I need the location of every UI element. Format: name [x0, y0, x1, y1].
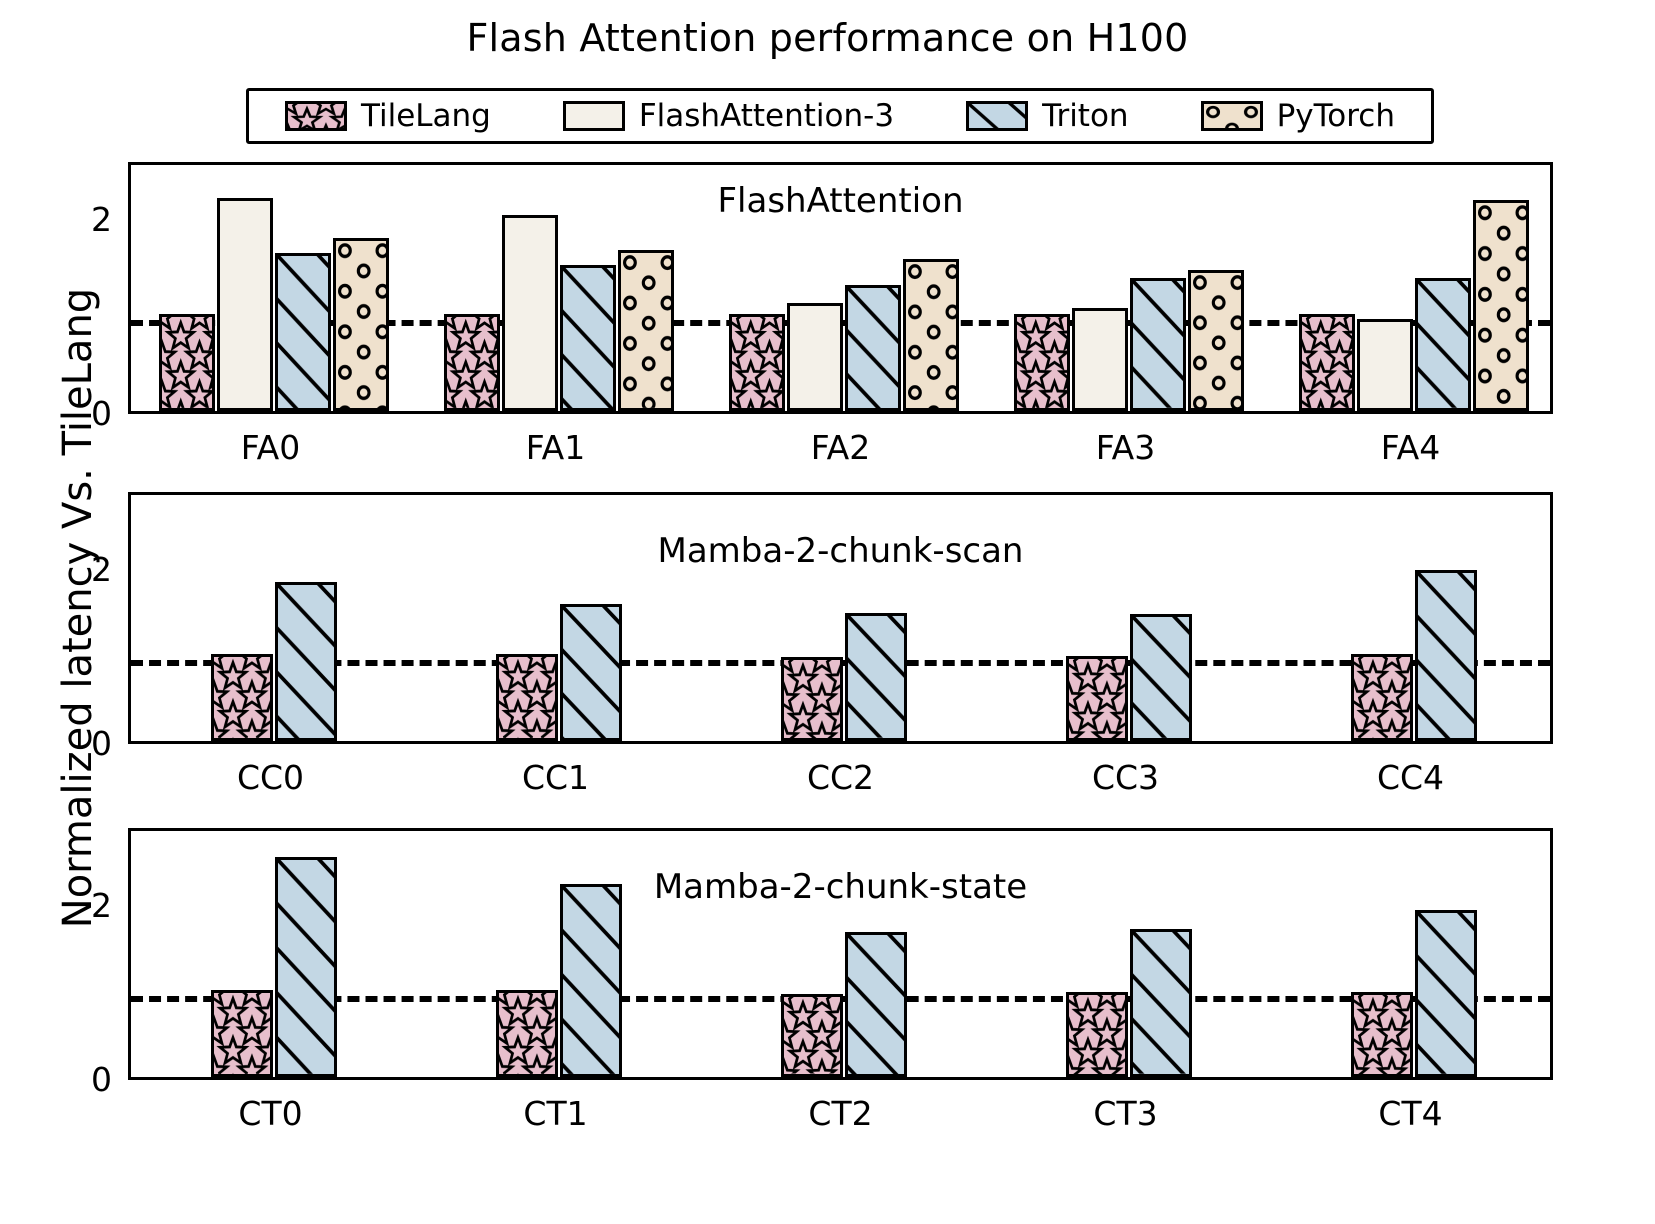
x-tick-label-cc4: CC4: [1376, 758, 1445, 797]
bar-cc3-tilelang: [1065, 655, 1128, 741]
x-tick-label-cc2: CC2: [806, 758, 875, 797]
legend-entry-flashattention3: FlashAttention-3: [562, 98, 895, 134]
bar-ct2-triton: [844, 931, 907, 1077]
bar-fa4-pytorch: [1472, 199, 1529, 411]
y-tick-label: 2: [91, 550, 112, 590]
bar-ct1-tilelang: [495, 990, 558, 1077]
circle-hatch-swatch: [1200, 101, 1263, 131]
subplot-title: Mamba-2-chunk-state: [653, 867, 1028, 907]
diagonal-hatch-swatch: [966, 101, 1029, 131]
bar-ct4-tilelang: [1350, 991, 1413, 1077]
subplot-title: Mamba-2-chunk-scan: [657, 531, 1024, 571]
bar-fa3-tilelang: [1013, 314, 1070, 411]
bar-fa3-triton: [1129, 278, 1186, 411]
bar-fa2-triton: [844, 285, 901, 411]
legend-entry-tilelang: TileLang: [284, 98, 491, 134]
bar-fa0-tilelang: [158, 314, 215, 411]
bar-fa2-flashattention-3: [786, 303, 843, 411]
legend-label: FlashAttention-3: [638, 98, 895, 134]
bar-fa4-flashattention-3: [1356, 318, 1413, 411]
bar-cc3-triton: [1129, 614, 1192, 741]
plain-swatch: [562, 101, 625, 131]
x-tick-label-ct2: CT2: [808, 1094, 873, 1133]
x-tick-label-cc0: CC0: [236, 758, 305, 797]
bar-fa3-pytorch: [1187, 269, 1244, 411]
bar-ct1-triton: [559, 884, 622, 1077]
x-tick-label-ct4: CT4: [1378, 1094, 1443, 1133]
bar-fa2-tilelang: [728, 314, 785, 411]
legend-label: Triton: [1042, 98, 1129, 134]
bar-ct3-triton: [1129, 929, 1192, 1077]
bar-ct4-triton: [1414, 910, 1477, 1077]
bar-ct0-tilelang: [210, 990, 273, 1077]
subplot-title: FlashAttention: [717, 181, 964, 221]
bar-cc2-tilelang: [780, 656, 843, 741]
y-tick-label: 0: [91, 1060, 112, 1099]
bar-cc1-tilelang: [495, 654, 558, 741]
x-tick-label-cc1: CC1: [521, 758, 590, 797]
y-tick-label: 2: [91, 200, 112, 240]
bar-fa1-flashattention-3: [501, 215, 558, 411]
x-tick-label-ct0: CT0: [238, 1094, 303, 1133]
x-tick-label-fa0: FA0: [240, 428, 301, 467]
bar-fa4-triton: [1414, 278, 1471, 411]
y-tick-label: 0: [91, 394, 112, 433]
bar-cc0-triton: [274, 581, 337, 741]
legend-entry-triton: Triton: [966, 98, 1129, 134]
bar-fa4-tilelang: [1298, 314, 1355, 411]
bar-cc4-triton: [1414, 569, 1477, 741]
bar-cc4-tilelang: [1350, 654, 1413, 741]
bar-fa0-pytorch: [332, 237, 389, 411]
bar-ct2-tilelang: [780, 994, 843, 1077]
bar-fa1-tilelang: [443, 314, 500, 411]
legend: TileLang FlashAttention-3 Triton PyTorch: [246, 88, 1434, 144]
x-tick-label-fa1: FA1: [525, 428, 586, 467]
bar-fa1-pytorch: [617, 250, 674, 411]
legend-label: PyTorch: [1276, 98, 1395, 134]
x-tick-label-fa4: FA4: [1380, 428, 1441, 467]
x-tick-label-fa3: FA3: [1095, 428, 1156, 467]
bar-cc2-triton: [844, 613, 907, 741]
subplot-flashattention: FlashAttention: [128, 162, 1553, 414]
bar-cc0-tilelang: [210, 654, 273, 741]
bar-cc1-triton: [559, 603, 622, 741]
bar-ct0-triton: [274, 857, 337, 1077]
legend-label: TileLang: [360, 98, 491, 134]
bar-fa0-triton: [274, 253, 331, 411]
bar-fa3-flashattention-3: [1071, 308, 1128, 411]
x-tick-label-ct1: CT1: [523, 1094, 588, 1133]
figure-title: Flash Attention performance on H100: [466, 16, 1189, 60]
legend-entry-pytorch: PyTorch: [1200, 98, 1395, 134]
star-hatch-swatch: [284, 101, 347, 131]
bar-fa2-pytorch: [902, 258, 959, 411]
y-tick-label: 0: [91, 724, 112, 763]
bar-fa0-flashattention-3: [216, 197, 273, 411]
subplot-mamba-chunk-scan: Mamba-2-chunk-scan: [128, 492, 1553, 744]
y-tick-label: 2: [91, 886, 112, 926]
x-tick-label-ct3: CT3: [1093, 1094, 1158, 1133]
x-tick-label-fa2: FA2: [810, 428, 871, 467]
bar-ct3-tilelang: [1065, 991, 1128, 1077]
subplot-mamba-chunk-state: Mamba-2-chunk-state: [128, 828, 1553, 1080]
bar-fa1-triton: [559, 264, 616, 411]
x-tick-label-cc3: CC3: [1091, 758, 1160, 797]
